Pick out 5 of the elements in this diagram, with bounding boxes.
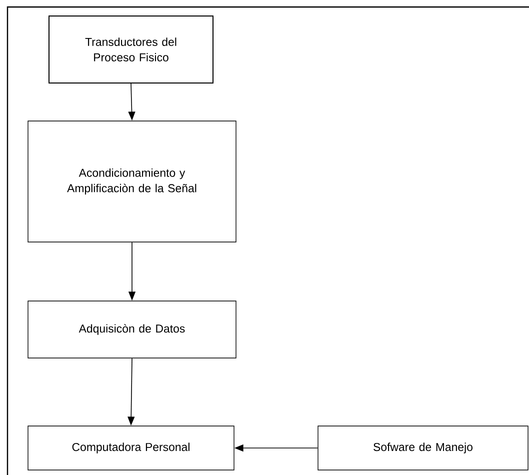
process-box: Sofware de Manejo bbox=[318, 426, 528, 470]
process-box: Adquisicòn de Datos bbox=[28, 300, 236, 358]
process-box: Transductores del Proceso Fisico bbox=[48, 16, 214, 84]
process-box: Computadora Personal bbox=[28, 426, 234, 470]
process-box: Acondicionamiento y Amplificaciòn de la Señal bbox=[28, 120, 236, 242]
